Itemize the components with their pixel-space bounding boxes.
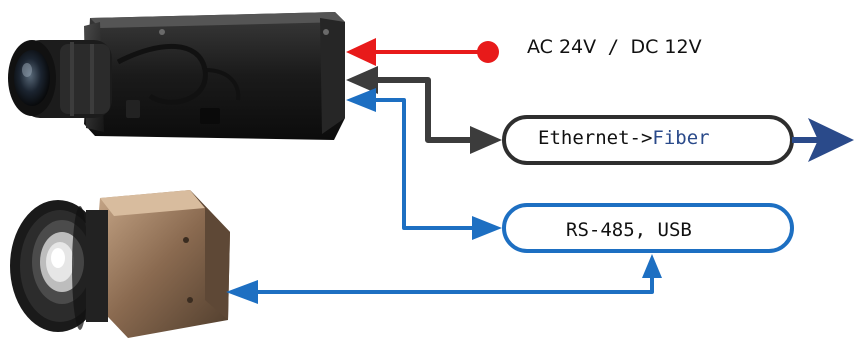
serial-arrow-bottom <box>226 254 662 304</box>
ethernet-label: Ethernet->Fiber <box>538 127 710 149</box>
power-label-ac: AC 24V <box>527 36 597 58</box>
power-arrow <box>346 38 499 66</box>
power-label: AC 24V / DC 12V <box>527 36 702 58</box>
fiber-arrow <box>792 118 854 162</box>
box-camera-image <box>8 12 345 140</box>
serial-label: RS-485, USB <box>566 219 692 241</box>
power-label-dc: DC 12V <box>630 36 702 58</box>
serial-arrow-top <box>346 88 502 240</box>
ethernet-label-prefix: Ethernet-> <box>538 127 653 149</box>
power-label-separator: / <box>596 36 631 58</box>
ethernet-arrow <box>346 66 502 154</box>
serial-pill <box>502 203 794 253</box>
thermal-camera-image <box>10 190 230 338</box>
ethernet-label-fiber: Fiber <box>652 127 710 149</box>
